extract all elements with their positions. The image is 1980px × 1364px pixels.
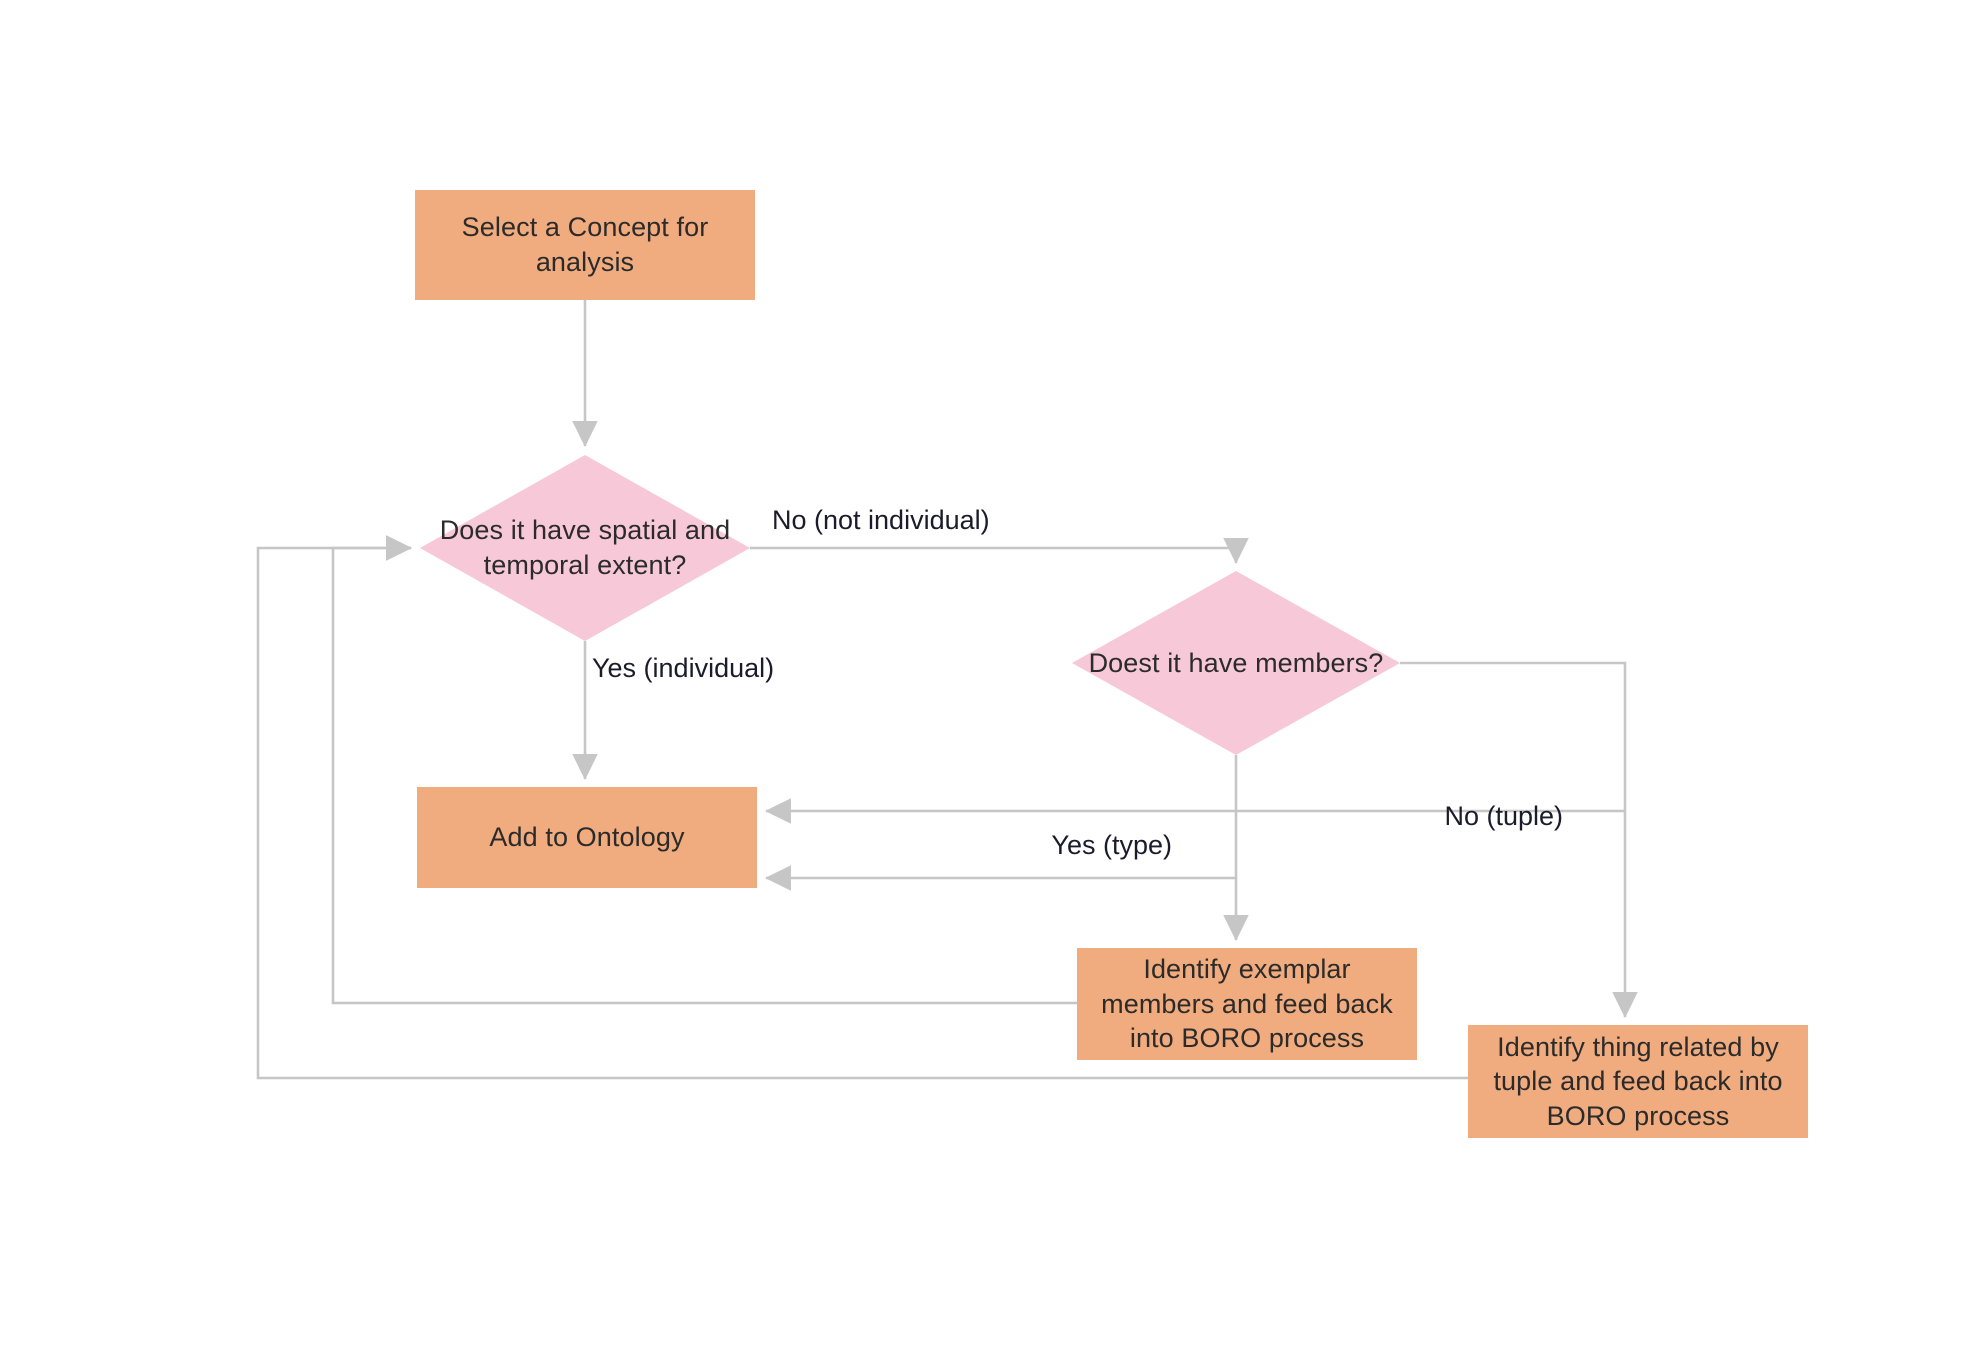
node-has-members-decision[interactable]: Doest it have members? (1072, 571, 1400, 755)
edge-tuple-feedback (256, 535, 1468, 1080)
edge-label-yes-type: Yes (type) (1051, 830, 1172, 860)
node-select-concept-label: Select a Concept for analysis (461, 212, 709, 277)
node-identify-exemplar-members-label: Identify exemplar members and feed back … (1101, 954, 1393, 1054)
node-spatial-temporal-decision[interactable]: Does it have spatial and temporal extent… (420, 455, 750, 641)
node-has-members-label: Doest it have members? (1088, 647, 1384, 678)
edge-label-no-tuple: No (tuple) (1444, 801, 1563, 831)
node-identify-tuple-thing[interactable]: Identify thing related by tuple and feed… (1468, 1025, 1808, 1138)
node-add-to-ontology-label: Add to Ontology (489, 822, 685, 853)
edge-label-yes-individual: Yes (individual) (592, 653, 775, 683)
node-identify-tuple-thing-label: Identify thing related by tuple and feed… (1493, 1031, 1783, 1131)
node-select-concept[interactable]: Select a Concept for analysis (415, 190, 755, 300)
edge-members-no-to-tuple (1400, 661, 1638, 1019)
node-spatial-temporal-label: Does it have spatial and temporal extent… (439, 515, 731, 580)
node-add-to-ontology[interactable]: Add to Ontology (417, 787, 757, 888)
diamond-shape (1072, 571, 1400, 755)
edge-spatial-no-to-members (750, 538, 1249, 565)
node-identify-exemplar-members[interactable]: Identify exemplar members and feed back … (1077, 948, 1417, 1060)
edge-label-no-not-individual: No (not individual) (772, 505, 990, 535)
diamond-shape (420, 455, 750, 641)
